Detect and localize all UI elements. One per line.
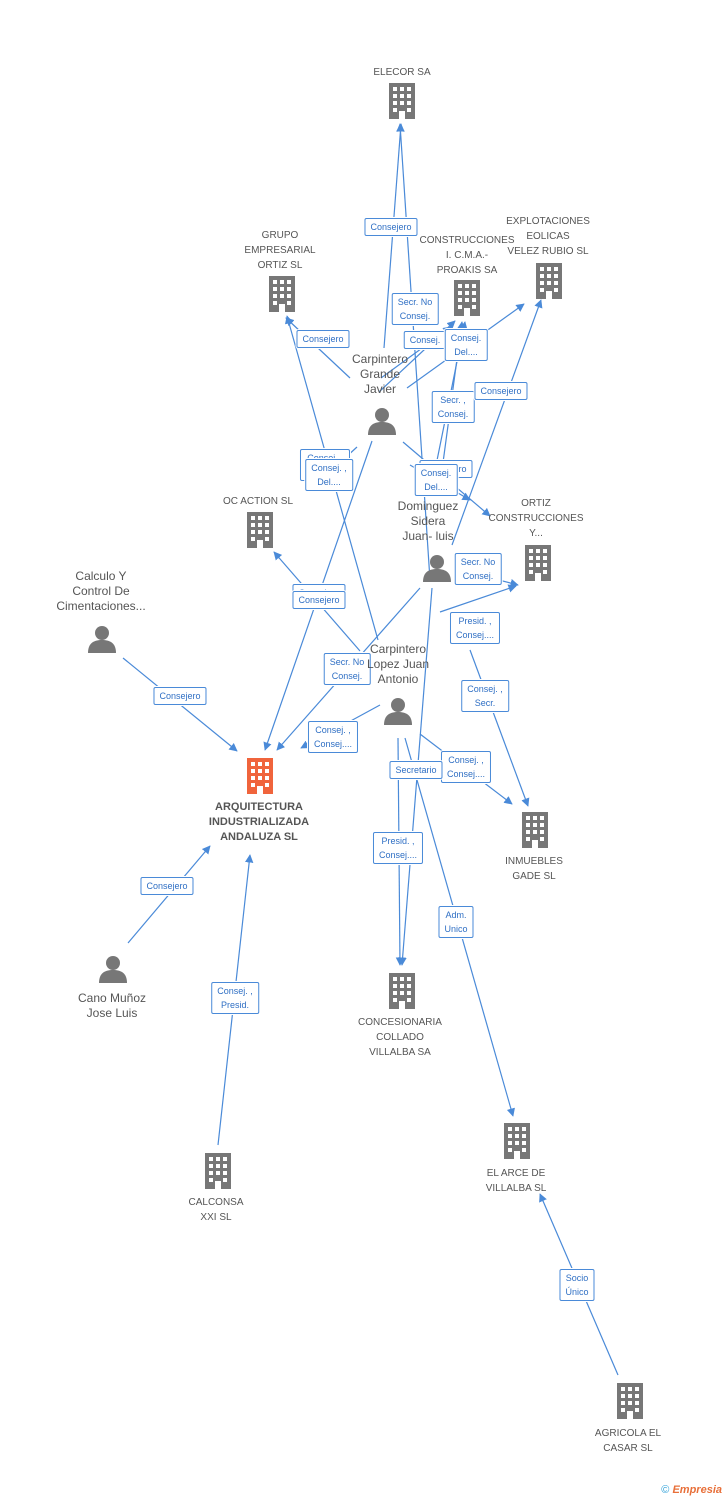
- edge-label[interactable]: Consejero: [140, 877, 194, 895]
- building-icon[interactable]: [536, 263, 562, 299]
- edge-carpintero_javier-to-elecor: [383, 123, 405, 349]
- edge-label[interactable]: Consejero: [364, 218, 418, 236]
- building-icon[interactable]: [454, 280, 480, 316]
- edge-label[interactable]: Consejero: [292, 591, 346, 609]
- node-label-construcciones[interactable]: CONSTRUCCIONES I. C.M.A.- PROAKIS SA: [419, 235, 515, 276]
- node-label-calculo[interactable]: Calculo Y Control De Cimentaciones...: [56, 569, 146, 613]
- edge-label[interactable]: Secr. , Consej.: [431, 391, 475, 423]
- edge-label[interactable]: Consejero: [296, 330, 350, 348]
- node-label-dominguez[interactable]: Dominguez Sidera Juan- luis: [397, 499, 459, 543]
- edge-label[interactable]: Socio Único: [559, 1269, 595, 1301]
- node-label-elecor[interactable]: ELECOR SA: [373, 67, 431, 78]
- edge-label[interactable]: Secr. No Consej.: [391, 293, 439, 325]
- node-label-agricola[interactable]: AGRICOLA EL CASAR SL: [594, 1428, 662, 1454]
- edge-label[interactable]: Presid. , Consej....: [372, 832, 424, 864]
- person-icon[interactable]: [99, 956, 127, 983]
- edge-label[interactable]: Secr. No Consej.: [323, 653, 371, 685]
- node-label-main[interactable]: ARQUITECTURA INDUSTRIALIZADA ANDALUZA SL: [208, 801, 310, 843]
- building-icon[interactable]: [504, 1123, 530, 1159]
- node-label-calconsa[interactable]: CALCONSA XXI SL: [188, 1197, 244, 1223]
- building-icon[interactable]: [522, 812, 548, 848]
- edge-dominguez-to-explotaciones: [451, 299, 543, 546]
- node-label-concesionaria[interactable]: CONCESIONARIA COLLADO VILLALBA SA: [358, 1017, 442, 1058]
- node-label-ortiz_constr[interactable]: ORTIZ CONSTRUCCIONES Y...: [488, 498, 584, 539]
- edge-label[interactable]: Presid. , Consej....: [449, 612, 501, 644]
- building-icon[interactable]: [247, 758, 273, 794]
- node-label-oc_action[interactable]: OC ACTION SL: [222, 496, 294, 507]
- edge-label[interactable]: Consejero: [153, 687, 207, 705]
- edge-carpintero_javier-to-grupo: [285, 317, 351, 379]
- node-label-inmuebles[interactable]: INMUEBLES GADE SL: [505, 856, 563, 882]
- edge-label[interactable]: Consej.: [403, 331, 447, 349]
- building-icon[interactable]: [269, 276, 295, 312]
- node-label-el_arce[interactable]: EL ARCE DE VILLALBA SL: [485, 1168, 547, 1194]
- person-icon[interactable]: [423, 555, 451, 582]
- edge-dominguez-to-inmuebles: [439, 584, 517, 613]
- edge-dominguez-to-elecor: [396, 123, 431, 581]
- node-label-grupo[interactable]: GRUPO EMPRESARIAL ORTIZ SL: [244, 230, 316, 271]
- brand-name[interactable]: Empresia: [672, 1484, 722, 1496]
- edge-label[interactable]: Consej. , Presid.: [211, 982, 259, 1014]
- node-label-carpintero_lopez[interactable]: Carpintero Lopez Juan Antonio: [366, 642, 430, 686]
- node-label-explotaciones[interactable]: EXPLOTACIONES EOLICAS VELEZ RUBIO SL: [506, 216, 590, 257]
- building-icon[interactable]: [205, 1153, 231, 1189]
- edge-dominguez-to-inmuebles: [469, 649, 530, 807]
- edge-label[interactable]: Secr. No Consej.: [454, 553, 502, 585]
- edge-label[interactable]: Consej. , Secr.: [461, 680, 509, 712]
- building-icon[interactable]: [389, 83, 415, 119]
- footer-brand: © Empresia: [661, 1484, 722, 1496]
- nodes-layer: [88, 83, 643, 1419]
- node-label-cano[interactable]: Cano Muñoz Jose Luis: [77, 991, 147, 1020]
- person-icon[interactable]: [384, 698, 412, 725]
- person-icon[interactable]: [88, 626, 116, 653]
- copyright-symbol: ©: [661, 1484, 670, 1496]
- edge-label[interactable]: Consej. , Del....: [305, 459, 353, 491]
- edge-label[interactable]: Consej. Del....: [444, 329, 488, 361]
- node-label-carpintero_javier[interactable]: Carpintero Grande Javier: [351, 352, 409, 396]
- person-icon[interactable]: [368, 408, 396, 435]
- edge-label[interactable]: Secretario: [389, 761, 443, 779]
- building-icon[interactable]: [389, 973, 415, 1009]
- edge-label[interactable]: Adm. Unico: [438, 906, 474, 938]
- edge-label[interactable]: Consejero: [474, 382, 528, 400]
- building-icon[interactable]: [525, 545, 551, 581]
- building-icon[interactable]: [617, 1383, 643, 1419]
- edge-label[interactable]: Consej. , Consej....: [307, 721, 359, 753]
- edge-label[interactable]: Consej. , Consej....: [440, 751, 492, 783]
- edge-label[interactable]: Consej. Del....: [414, 464, 458, 496]
- building-icon[interactable]: [247, 512, 273, 548]
